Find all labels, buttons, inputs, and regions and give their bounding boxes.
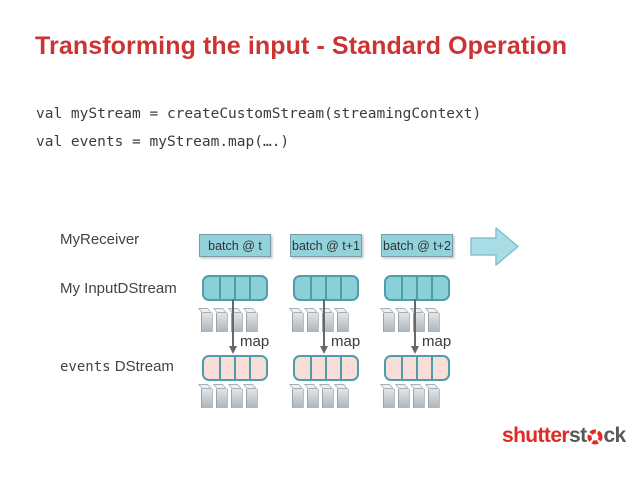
partition-block-icon bbox=[383, 389, 395, 408]
partition-block-icon bbox=[307, 389, 319, 408]
camera-shutter-icon bbox=[587, 429, 603, 445]
partition-block-icon bbox=[383, 313, 395, 332]
label-my-receiver: MyReceiver bbox=[60, 231, 140, 248]
partition-block-icon bbox=[413, 313, 425, 332]
logo-text-shutter: shutter bbox=[502, 424, 570, 447]
partition-block-icon bbox=[398, 389, 410, 408]
partition-block-icon bbox=[216, 313, 228, 332]
partition-block-icon bbox=[246, 313, 258, 332]
label-events-dstream: events DStream bbox=[60, 358, 174, 375]
slide-title: Transforming the input - Standard Operat… bbox=[35, 32, 568, 60]
code-line-1: val myStream = createCustomStream(stream… bbox=[36, 106, 482, 122]
batch-column-t1: batch @ t+1 map bbox=[290, 228, 362, 410]
partition-block-icon bbox=[201, 389, 213, 408]
batch-column-t: batch @ t map bbox=[199, 228, 271, 410]
partition-block-icon bbox=[337, 313, 349, 332]
events-rdd bbox=[384, 355, 450, 381]
right-block-arrow-icon bbox=[470, 227, 519, 266]
partition-block-icon bbox=[246, 389, 258, 408]
map-arrow-icon bbox=[228, 299, 237, 354]
events-partition-blocks bbox=[383, 384, 440, 408]
events-partition-blocks bbox=[201, 384, 258, 408]
partition-block-icon bbox=[292, 389, 304, 408]
logo-text-st: st bbox=[568, 424, 587, 447]
partition-block-icon bbox=[231, 389, 243, 408]
label-events-rest: DStream bbox=[110, 358, 174, 375]
label-events-code: events bbox=[60, 359, 111, 375]
partition-block-icon bbox=[216, 389, 228, 408]
partition-block-icon bbox=[428, 313, 440, 332]
input-partition-blocks bbox=[201, 308, 258, 332]
map-operation-label: map bbox=[240, 333, 270, 350]
partition-block-icon bbox=[292, 313, 304, 332]
batch-label-box: batch @ t+2 bbox=[381, 234, 453, 257]
map-arrow-icon bbox=[410, 299, 419, 354]
input-partition-blocks bbox=[292, 308, 349, 332]
partition-block-icon bbox=[231, 313, 243, 332]
partition-block-icon bbox=[201, 313, 213, 332]
batch-label-box: batch @ t+1 bbox=[290, 234, 362, 257]
map-arrow-icon bbox=[319, 299, 328, 354]
partition-block-icon bbox=[322, 389, 334, 408]
input-rdd bbox=[384, 275, 450, 301]
map-operation-label: map bbox=[331, 333, 361, 350]
events-partition-blocks bbox=[292, 384, 349, 408]
input-rdd bbox=[202, 275, 268, 301]
batch-label-box: batch @ t bbox=[199, 234, 271, 257]
logo-text-ck: ck bbox=[603, 424, 626, 447]
code-snippet: val myStream = createCustomStream(stream… bbox=[36, 100, 481, 156]
label-input-dstream: My InputDStream bbox=[60, 280, 177, 297]
partition-block-icon bbox=[337, 389, 349, 408]
partition-block-icon bbox=[398, 313, 410, 332]
partition-block-icon bbox=[322, 313, 334, 332]
events-rdd bbox=[202, 355, 268, 381]
input-rdd bbox=[293, 275, 359, 301]
input-partition-blocks bbox=[383, 308, 440, 332]
code-line-2: val events = myStream.map(….) bbox=[36, 134, 290, 150]
partition-block-icon bbox=[307, 313, 319, 332]
events-rdd bbox=[293, 355, 359, 381]
partition-block-icon bbox=[413, 389, 425, 408]
map-operation-label: map bbox=[422, 333, 452, 350]
batch-column-t2: batch @ t+2 map bbox=[381, 228, 453, 410]
partition-block-icon bbox=[428, 389, 440, 408]
